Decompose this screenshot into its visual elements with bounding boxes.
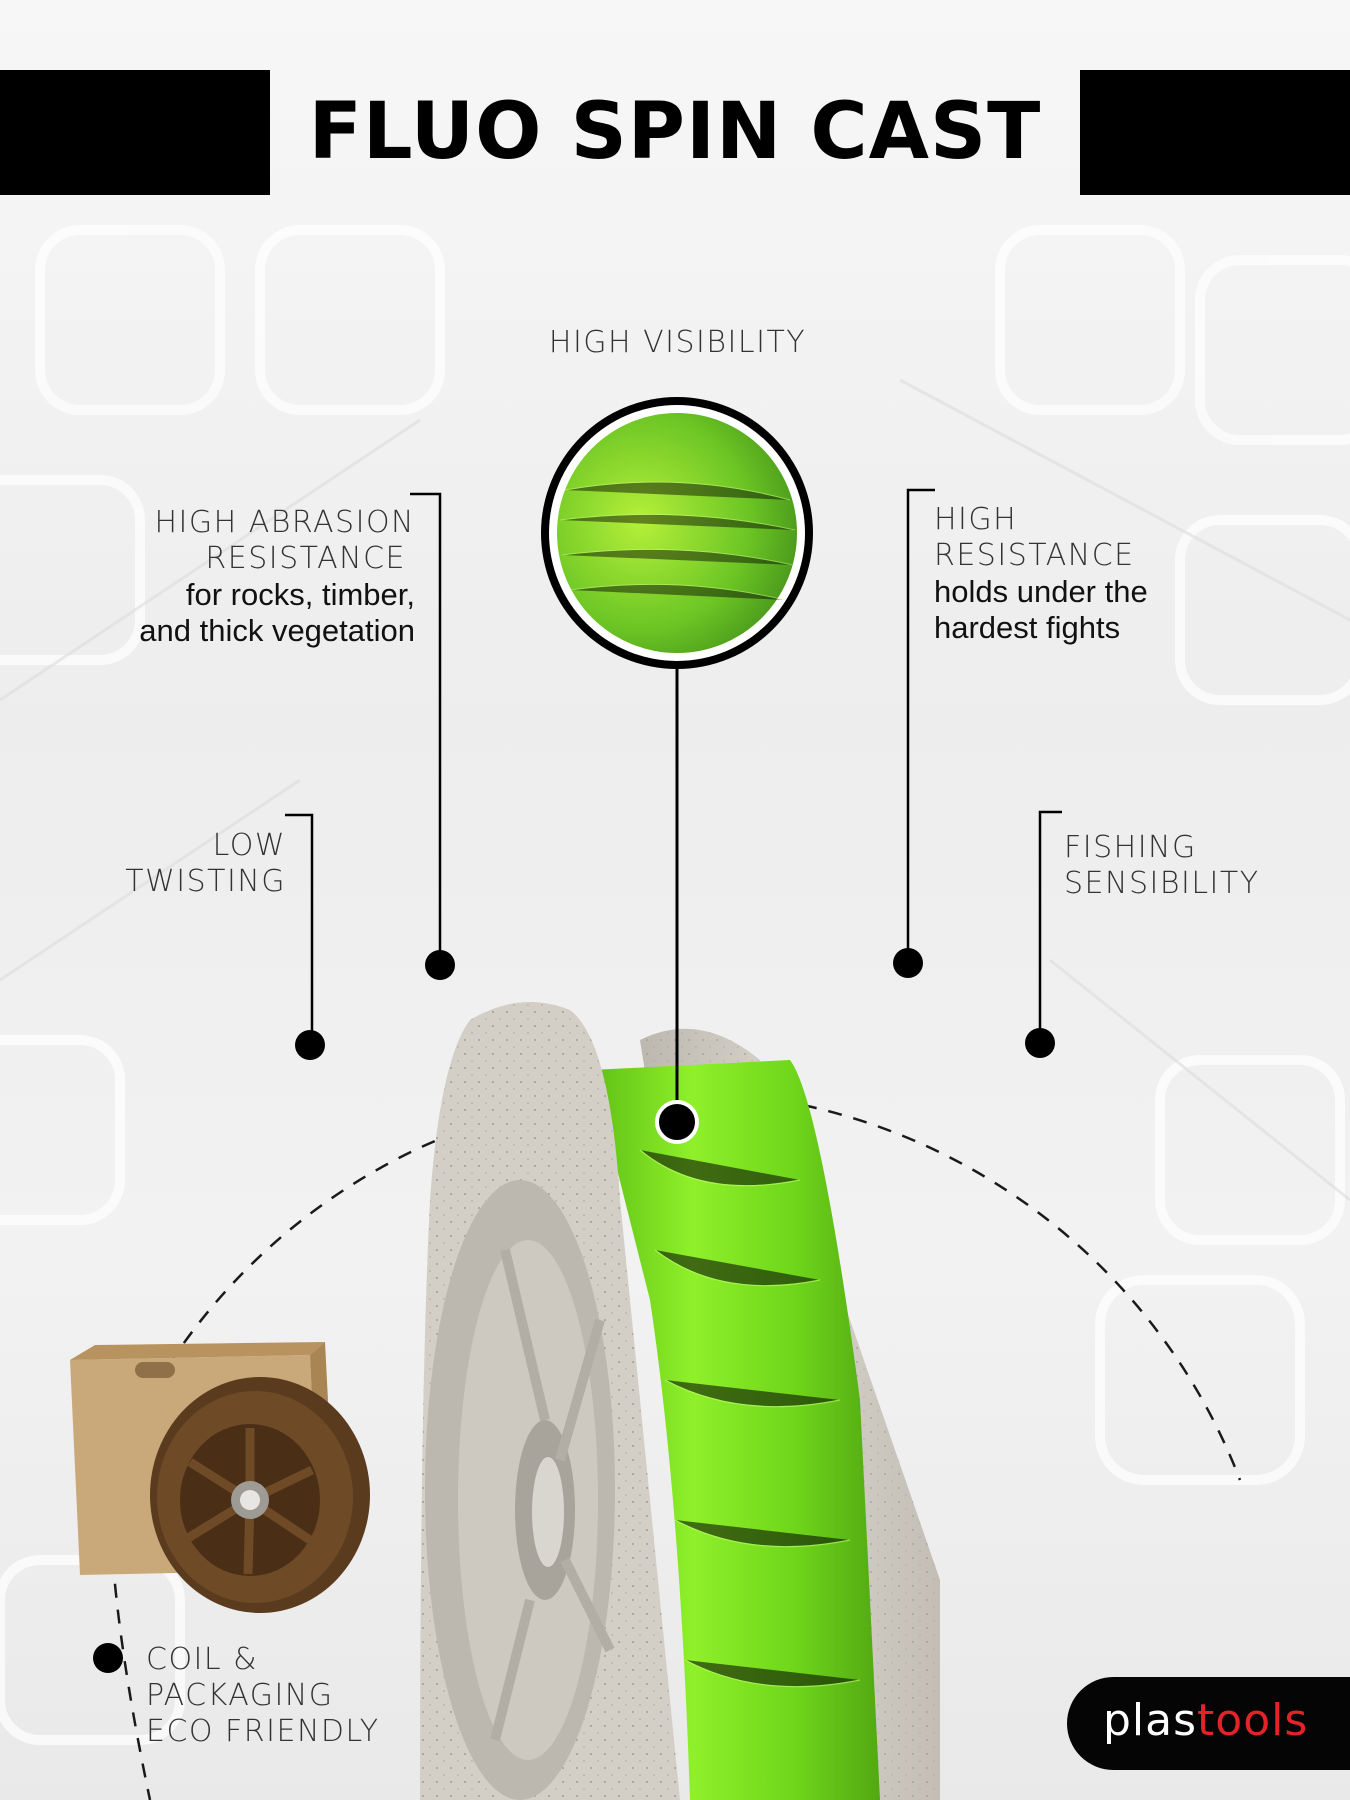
feature-twisting-1: LOW (212, 828, 286, 863)
marker-dot-eco (93, 1643, 123, 1673)
marker-dot-sensibility (1025, 1028, 1055, 1058)
brand-part-2: tools (1197, 1695, 1309, 1746)
title-bar-right (1080, 70, 1350, 195)
feature-abrasion-desc-1: for rocks, timber, (185, 577, 415, 612)
eco-packaging-image (70, 1342, 370, 1613)
marker-dot-resistance (893, 948, 923, 978)
feature-abrasion-title-2: RESISTANCE (205, 541, 406, 576)
page-title: FLUO SPIN CAST (308, 87, 1042, 177)
feature-high-visibility: HIGH VISIBILITY (548, 325, 807, 360)
brand-logo-text: plastools (1103, 1695, 1308, 1746)
feature-eco-2: PACKAGING (146, 1678, 334, 1713)
feature-resistance-title-2: RESISTANCE (934, 538, 1135, 573)
marker-dot-abrasion (425, 950, 455, 980)
feature-eco-3: ECO FRIENDLY (146, 1714, 380, 1749)
feature-resistance-desc-2: hardest fights (934, 610, 1121, 645)
title-bar-left (0, 70, 270, 195)
feature-abrasion-desc-2: and thick vegetation (139, 613, 415, 648)
marker-dot-twisting (295, 1030, 325, 1060)
feature-eco-1: COIL & (146, 1642, 259, 1677)
line-closeup-image (541, 397, 813, 669)
brand-part-1: plas (1103, 1695, 1198, 1746)
marker-dot-visibility (655, 1100, 699, 1144)
feature-abrasion-title-1: HIGH ABRASION (154, 505, 415, 540)
spool-image (420, 1002, 940, 1800)
feature-sensibility-1: FISHING (1064, 830, 1197, 865)
feature-resistance-title-1: HIGH (934, 502, 1018, 537)
feature-twisting-2: TWISTING (125, 864, 286, 899)
brand-logo: plastools (1067, 1677, 1350, 1770)
feature-resistance-desc-1: holds under the (934, 574, 1148, 609)
feature-sensibility-2: SENSIBILITY (1064, 866, 1260, 901)
